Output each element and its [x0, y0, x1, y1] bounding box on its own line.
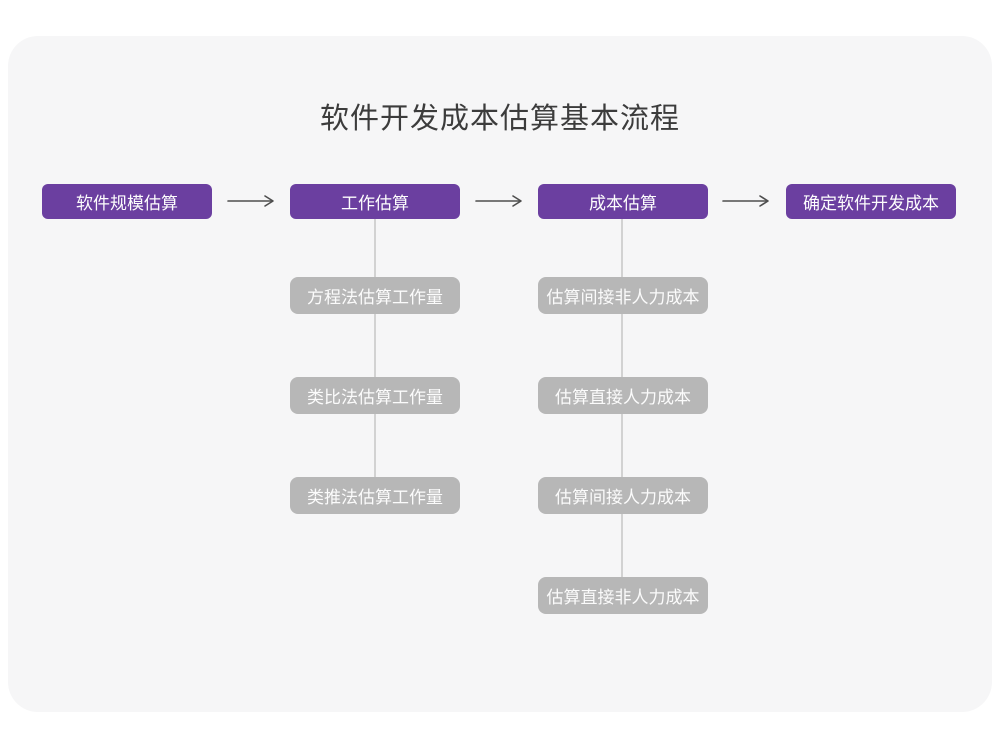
substep-indirect-labor-cost: 估算间接人力成本 [538, 477, 708, 514]
flow-arrow-icon [722, 194, 770, 208]
connector-line-work-estimation [374, 219, 376, 481]
flow-arrow-icon [475, 194, 523, 208]
substep-direct-labor-cost: 估算直接人力成本 [538, 377, 708, 414]
substep-indirect-non-labor-cost: 估算间接非人力成本 [538, 277, 708, 314]
substep-extrapolation-method: 类推法估算工作量 [290, 477, 460, 514]
step-software-scale-estimation: 软件规模估算 [42, 184, 212, 219]
step-work-estimation: 工作估算 [290, 184, 460, 219]
flow-arrow-icon [227, 194, 275, 208]
step-determine-dev-cost: 确定软件开发成本 [786, 184, 956, 219]
substep-equation-method: 方程法估算工作量 [290, 277, 460, 314]
step-cost-estimation: 成本估算 [538, 184, 708, 219]
diagram-card [8, 36, 992, 712]
substep-analogy-method: 类比法估算工作量 [290, 377, 460, 414]
substep-direct-non-labor-cost: 估算直接非人力成本 [538, 577, 708, 614]
page-title: 软件开发成本估算基本流程 [319, 103, 680, 135]
